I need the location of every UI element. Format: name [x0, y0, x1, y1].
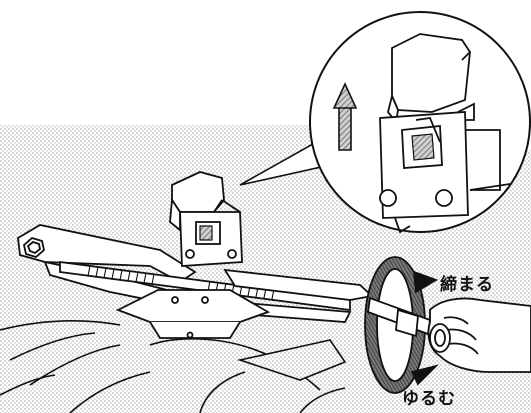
label-tighten: 締まる	[440, 275, 494, 295]
detail-callout	[239, 11, 531, 234]
up-arrow-icon	[332, 82, 358, 151]
jack-handle-and-hand	[364, 256, 531, 394]
rotation-arrow-icon	[364, 256, 439, 394]
label-loosen: ゆるむ	[402, 389, 456, 409]
ground-lines	[0, 320, 347, 413]
scissor-jack	[17, 171, 374, 339]
